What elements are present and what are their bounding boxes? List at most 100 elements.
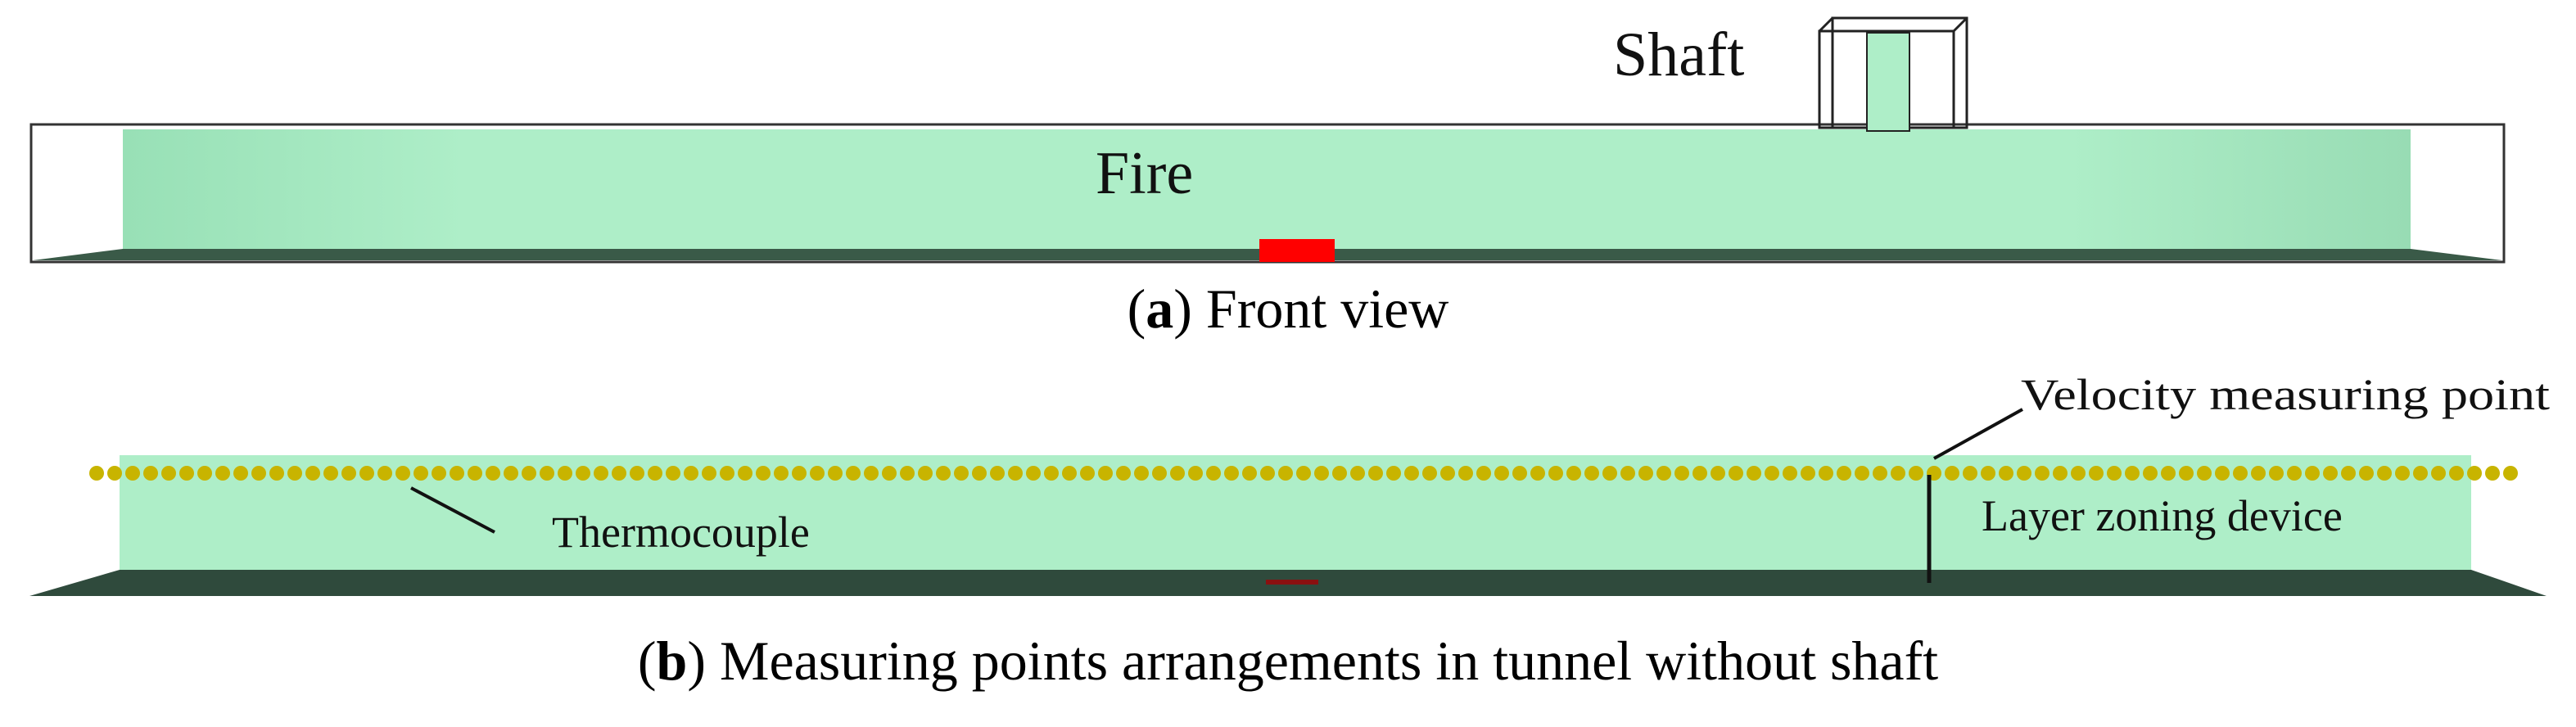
thermocouple-point [630, 466, 644, 481]
thermocouple-point [2053, 466, 2068, 481]
thermocouple-point [2215, 466, 2230, 481]
thermocouple-point [810, 466, 825, 481]
thermocouple-point [1747, 466, 1761, 481]
thermocouple-point [1386, 466, 1401, 481]
thermocouple-point [1242, 466, 1257, 481]
thermocouple-point [1891, 466, 1905, 481]
thermocouple-point [468, 466, 482, 481]
thermocouple-point [720, 466, 734, 481]
thermocouple-point [1909, 466, 1923, 481]
thermocouple-point [954, 466, 969, 481]
thermocouple-point [2197, 466, 2212, 481]
thermocouple-point [1170, 466, 1185, 481]
thermocouple-point [1440, 466, 1455, 481]
thermocouple-point [1963, 466, 1977, 481]
thermocouple-point [2089, 466, 2104, 481]
thermocouple-point [323, 466, 338, 481]
thermocouple-point [2503, 466, 2518, 481]
thermocouple-point [1512, 466, 1527, 481]
thermocouple-point [2251, 466, 2266, 481]
thermocouple-point [1548, 466, 1563, 481]
thermocouple-point [1314, 466, 1329, 481]
thermocouple-point [990, 466, 1005, 481]
thermocouple-point [1062, 466, 1077, 481]
caption-b-text: Measuring points arrangements in tunnel … [719, 630, 1939, 692]
label-velocity-point: Velocity measuring point [2021, 370, 2550, 419]
thermocouple-point [684, 466, 698, 481]
thermocouple-point [1801, 466, 1815, 481]
thermocouple-point [2467, 466, 2482, 481]
thermocouple-point [1026, 466, 1041, 481]
thermocouple-point [305, 466, 320, 481]
thermocouple-point [774, 466, 789, 481]
thermocouple-point [1729, 466, 1743, 481]
thermocouple-point [702, 466, 716, 481]
thermocouple-point [486, 466, 500, 481]
thermocouple-point [738, 466, 752, 481]
thermocouple-point [1116, 466, 1131, 481]
thermocouple-point [1945, 466, 1959, 481]
thermocouple-point [1296, 466, 1311, 481]
caption-b-letter: b [656, 630, 688, 692]
thermocouple-point [1188, 466, 1203, 481]
thermocouple-point [936, 466, 951, 481]
thermocouple-point [1674, 466, 1689, 481]
thermocouple-point [251, 466, 266, 481]
thermocouple-point [2287, 466, 2302, 481]
thermocouple-point [359, 466, 374, 481]
thermocouple-point [2485, 466, 2500, 481]
thermocouple-point [1458, 466, 1473, 481]
thermocouple-point [1476, 466, 1491, 481]
thermocouple-point [1566, 466, 1581, 481]
thermocouple-point [882, 466, 897, 481]
thermocouple-point [1765, 466, 1779, 481]
thermocouple-point [918, 466, 933, 481]
thermocouple-point [179, 466, 194, 481]
thermocouple-point [1638, 466, 1653, 481]
fire-marker-b [1266, 580, 1318, 585]
thermocouple-point [2323, 466, 2338, 481]
thermocouple-point [1711, 466, 1725, 481]
thermocouple-point [2179, 466, 2194, 481]
thermocouple-point [395, 466, 410, 481]
thermocouple-point [540, 466, 554, 481]
label-shaft: Shaft [1613, 20, 1744, 89]
thermocouple-point [1530, 466, 1545, 481]
thermocouple-point [2449, 466, 2464, 481]
thermocouple-point [1404, 466, 1419, 481]
thermocouple-point [1044, 466, 1059, 481]
thermocouple-point [143, 466, 158, 481]
thermocouple-point [1584, 466, 1599, 481]
thermocouple-point [1602, 466, 1617, 481]
thermocouple-point [1692, 466, 1707, 481]
thermocouple-point [648, 466, 662, 481]
thermocouple-point [1098, 466, 1113, 481]
thermocouple-point [2107, 466, 2122, 481]
thermocouple-point [197, 466, 212, 481]
thermocouple-point [1206, 466, 1221, 481]
thermocouple-point [1494, 466, 1509, 481]
thermocouple-point [1422, 466, 1437, 481]
fire-source [1259, 239, 1335, 262]
caption-a-text: Front view [1205, 278, 1449, 340]
thermocouple-point [1819, 466, 1833, 481]
thermocouple-point [414, 466, 428, 481]
thermocouple-point [287, 466, 302, 481]
thermocouple-point [576, 466, 590, 481]
thermocouple-point [2413, 466, 2428, 481]
thermocouple-point [558, 466, 572, 481]
thermocouple-point [756, 466, 771, 481]
caption-b: (b) Measuring points arrangements in tun… [637, 630, 1939, 692]
thermocouple-point [792, 466, 807, 481]
thermocouple-point [1368, 466, 1383, 481]
thermocouple-point [233, 466, 248, 481]
thermocouple-point [2161, 466, 2176, 481]
thermocouple-point [1350, 466, 1365, 481]
thermocouple-point [2125, 466, 2140, 481]
thermocouple-point [432, 466, 446, 481]
thermocouple-point [2305, 466, 2320, 481]
thermocouple-point [125, 466, 140, 481]
thermocouple-point [900, 466, 915, 481]
label-layer-zoning: Layer zoning device [1982, 491, 2343, 540]
